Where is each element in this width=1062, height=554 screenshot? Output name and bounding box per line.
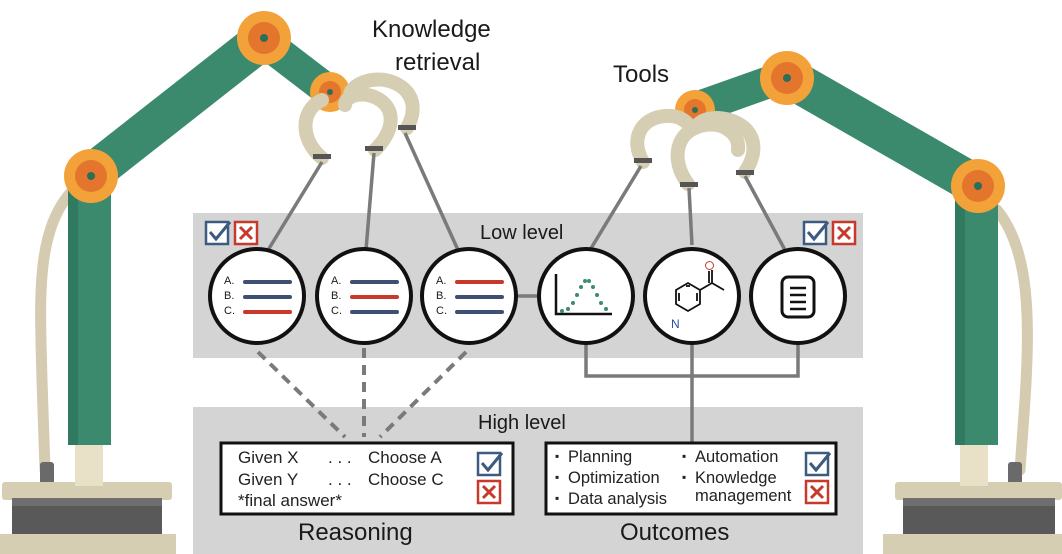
reasoning-box	[219, 441, 515, 516]
reasoning-row2-right: Choose C	[368, 470, 444, 489]
document-icon	[780, 275, 816, 319]
check-icon	[204, 220, 232, 246]
reasoning-row1-dots: . . .	[328, 448, 352, 467]
outcomes-label: Outcomes	[620, 519, 730, 546]
cross-icon	[831, 220, 857, 246]
claw-connectors	[263, 132, 800, 443]
cross-icon	[476, 479, 502, 505]
outcome-knowledge: Knowledge	[682, 469, 777, 488]
option-letter: B.	[224, 290, 235, 302]
low-level-label: Low level	[480, 222, 564, 244]
option-letter: C.	[224, 305, 235, 317]
check-icon	[476, 451, 504, 477]
reasoning-row2-dots: . . .	[328, 470, 352, 489]
answer-lines-3	[455, 280, 504, 314]
cross-icon	[804, 479, 830, 505]
check-icon	[802, 220, 830, 246]
knowledge-retrieval-label-2: retrieval	[395, 49, 481, 76]
knowledge-retrieval-label-1: Knowledge	[372, 16, 491, 43]
answer-lines-1	[243, 280, 292, 314]
reasoning-row1-right: Choose A	[368, 448, 442, 467]
high-level-label: High level	[478, 412, 566, 434]
reasoning-row1-left: Given X	[238, 448, 299, 467]
left-robot-arm	[0, 11, 420, 554]
tool-circle-plot	[537, 247, 635, 345]
option-letter: A.	[224, 275, 235, 287]
distribution-plot-icon	[554, 274, 612, 316]
answer-lines-2	[350, 280, 399, 314]
molecule-nitrogen-label: N	[671, 317, 680, 331]
option-letter: B.	[436, 290, 447, 302]
outcome-optimization: Optimization	[555, 469, 660, 488]
outcome-automation: Automation	[682, 448, 778, 467]
option-letter: B.	[331, 290, 342, 302]
outcome-data-analysis: Data analysis	[555, 490, 667, 509]
reasoning-row2-left: Given Y	[238, 470, 299, 489]
dashed-connectors	[256, 348, 468, 439]
option-letter: A.	[436, 275, 447, 287]
right-robot-arm	[630, 51, 1062, 554]
outcome-planning: Planning	[555, 448, 632, 467]
molecule-icon	[675, 270, 725, 313]
option-letter: C.	[331, 305, 342, 317]
check-icon	[804, 451, 832, 477]
tools-label: Tools	[613, 61, 670, 88]
option-letter: C.	[436, 305, 447, 317]
cross-icon	[233, 220, 259, 246]
oxygen-mark	[705, 261, 714, 270]
outcome-management: management	[695, 487, 792, 505]
reasoning-row3: *final answer*	[238, 491, 342, 510]
reasoning-label: Reasoning	[298, 519, 413, 546]
tool-circle-molecule	[643, 247, 741, 345]
option-letter: A.	[331, 275, 342, 287]
